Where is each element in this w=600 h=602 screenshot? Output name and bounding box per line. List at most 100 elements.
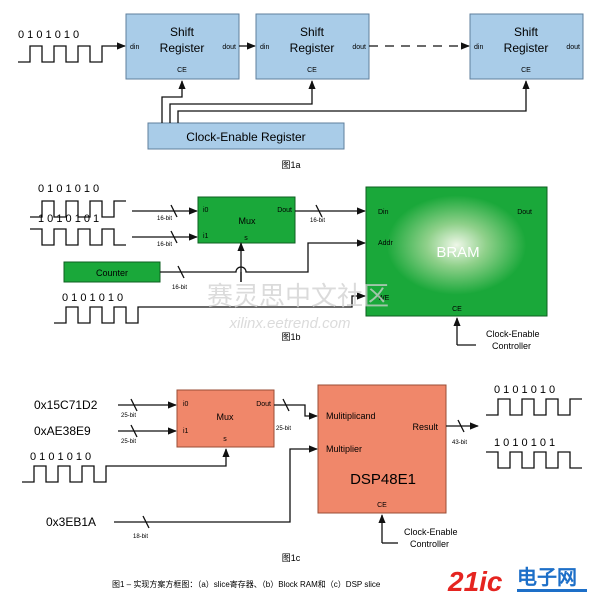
fig1c-out-waveform-bottom [486,451,582,469]
fig1b-counter-width: 16-bit [172,285,187,291]
fig1b-we-wire [150,292,366,308]
counter-label: Counter [96,268,128,278]
bram-dout: Dout [517,209,532,216]
shift-register-n-dout: dout [566,44,580,51]
fig1c-mux-dout: Dout [256,401,271,408]
fig1b-bits-bottom: 1 0 1 0 1 0 1 [38,213,99,225]
fig1a-ce-wire-n [177,80,530,123]
shift-register-n-ce: CE [521,67,531,74]
fig1b-bits-top: 0 1 0 1 0 1 0 [38,183,99,195]
fig-1a: 0 1 0 1 0 1 0 Shift Register din dout CE… [18,13,584,170]
fig1c-controller-line1: Clock-Enable [404,527,458,537]
fig1b-we-bits: 0 1 0 1 0 1 0 [62,292,123,304]
shift-register-1: Shift Register din dout CE [125,13,240,80]
shift-register-2-dout: dout [352,44,366,51]
fig1b-we-waveform [54,306,150,324]
shift-register-2-ce: CE [307,67,317,74]
fig1c-mux-i0: i0 [183,401,189,408]
fig1b-mux-dout: Dout [277,207,292,214]
fig1c-sel-bits: 0 1 0 1 0 1 0 [30,451,91,463]
fig1c-mux-i1: i1 [183,428,189,435]
counter-block: Counter [63,261,161,283]
fig1c-i1-slash [130,424,138,438]
fig1c-multiplier-width: 18-bit [133,534,148,540]
fig1c-mux: i0 i1 Mux Dout s [176,389,275,448]
fig1c-caption: 图1c [282,553,301,563]
fig1c-mux-out-width: 25-bit [276,426,291,432]
fig1b-mux-out-width: 16-bit [310,218,325,224]
figure-caption: 图1 – 实现方案方框图：（a）slice寄存器、（b）Block RAM和（c… [112,579,381,589]
fig1c-mux-label: Mux [216,412,234,422]
fig1c-controller-line2: Controller [410,539,449,549]
clock-enable-register-label: Clock-Enable Register [186,130,305,144]
shift-register-n-title-2: Register [504,41,549,55]
fig1b-i0-slash [170,204,178,218]
fig1b-caption: 图1b [281,332,300,342]
watermark-cn: 赛灵思中文社区 [207,281,389,311]
bram-din: Din [378,209,389,216]
fig1c-mux-s: s [223,436,227,443]
shift-register-2: Shift Register din dout CE [255,13,370,80]
fig-1b: 0 1 0 1 0 1 0 1 0 1 0 1 0 1 16-bit 16-bi… [30,183,548,351]
fig1b-mux-i1: i1 [203,233,209,240]
dsp48e1-block: Mulitiplicand Multiplier Result DSP48E1 … [317,384,447,514]
fig1a-ce-wire-1 [161,80,186,123]
dsp-multiplier: Multiplier [326,444,362,454]
shift-register-1-title: Shift [170,25,195,39]
fig1b-i1-width: 16-bit [157,242,172,248]
dsp-result: Result [412,422,438,432]
fig1b-controller-line2: Controller [492,341,531,351]
fig1b-mux-s: s [244,235,248,242]
logo-brand: 电子网 [517,566,577,589]
fig1b-counter-slash [177,265,185,279]
21ic-logo: 21ic 电子网 [447,566,587,597]
fig1a-input-waveform [18,45,114,63]
bram-title: BRAM [436,244,479,261]
fig1c-i1-width: 25-bit [121,439,136,445]
fig1b-mux: i0 i1 Mux Dout s [197,196,296,244]
shift-register-1-title-2: Register [160,41,205,55]
fig1c-out-waveform-top [486,398,582,416]
fig1a-input-bits: 0 1 0 1 0 1 0 [18,29,79,41]
fig1b-waveform-bottom [30,228,126,246]
fig1c-i0-slash [130,398,138,412]
fig1a-caption: 图1a [281,160,300,170]
bram-we: WE [378,295,390,302]
fig1b-counter-addr-wire [160,239,366,273]
dsp-title: DSP48E1 [350,471,416,488]
fig1c-multiplier-slash [142,515,150,529]
dsp-multiplicand: Mulitiplicand [326,411,376,421]
fig1b-mux-label: Mux [238,216,256,226]
shift-register-1-dout: dout [222,44,236,51]
watermark-url: xilinx.eetrend.com [229,315,351,332]
shift-register-2-title: Shift [300,25,325,39]
fig1a-ce-wire-2 [169,80,316,123]
fig1c-result-slash [457,419,465,433]
fig1c-out-bits-bottom: 1 0 1 0 1 0 1 [494,437,555,449]
shift-register-2-title-2: Register [290,41,335,55]
bram-ce: CE [452,306,462,313]
bram-block: Din Dout Addr BRAM WE CE [365,186,548,317]
fig1c-const-a: 0x15C71D2 [34,398,98,412]
fig1b-mux-i0: i0 [203,207,209,214]
fig1c-sel-waveform [22,465,118,483]
fig1c-out-bits-top: 0 1 0 1 0 1 0 [494,384,555,396]
fig1b-i1-slash [170,230,178,244]
fig1b-i0-width: 16-bit [157,216,172,222]
fig1c-i0-width: 25-bit [121,413,136,419]
fig1b-mux-out-slash [315,204,323,218]
fig1c-result-width: 43-bit [452,440,467,446]
shift-register-n: Shift Register din dout CE [469,13,584,80]
shift-register-2-din: din [260,44,269,51]
fig-1c: 0x15C71D2 25-bit 0xAE38E9 25-bit i0 i1 M… [22,384,582,563]
shift-register-1-ce: CE [177,67,187,74]
fig1c-const-b: 0xAE38E9 [34,424,91,438]
fig1b-waveform-top [30,200,126,218]
fig1c-const-c: 0x3EB1A [46,515,96,529]
dsp-ce: CE [377,502,387,509]
logo-underline [517,589,587,592]
shift-register-1-din: din [130,44,139,51]
fig1c-mux-out-slash [282,398,290,412]
fig1b-controller-line1: Clock-Enable [486,329,540,339]
